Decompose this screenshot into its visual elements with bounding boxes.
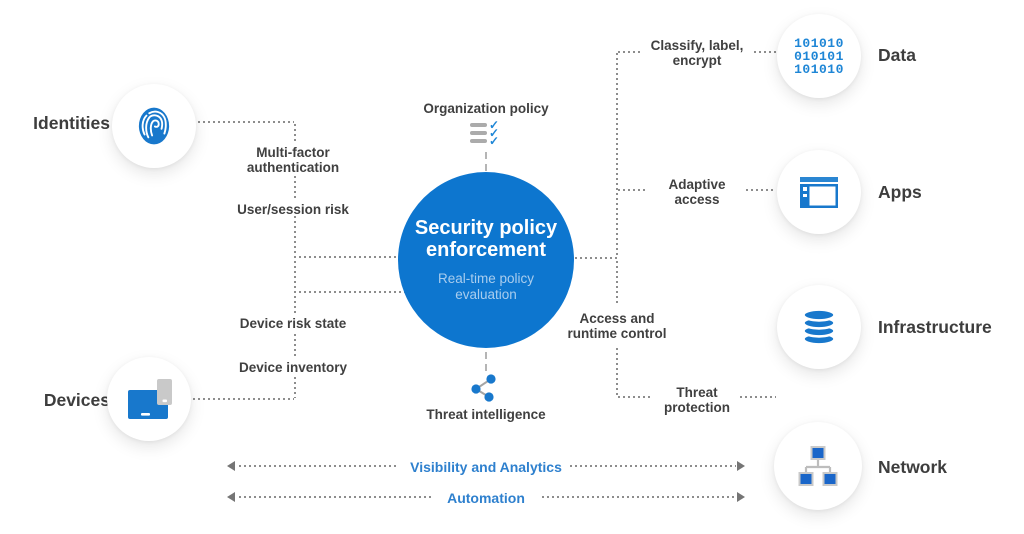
visibility-arrow-right-icon: [737, 461, 745, 471]
connector-threat-left: [618, 396, 652, 398]
center-title: Security policy enforcement: [414, 216, 558, 261]
network-node: [774, 422, 862, 510]
automation-arrow-left-icon: [227, 492, 235, 502]
network-label: Network: [878, 457, 948, 477]
connector-data-right: [754, 51, 778, 53]
app-window-icon: [800, 176, 838, 208]
security-policy-enforcement-node: Security policy enforcement Real-time po…: [398, 172, 574, 348]
laptop-phone-icon: [128, 379, 172, 419]
visibility-arrow-left-icon: [227, 461, 235, 471]
connector-apps-left: [618, 189, 646, 191]
automation-line-left: [239, 496, 433, 498]
devices-label: Devices: [43, 390, 110, 410]
automation-label: Automation: [447, 490, 525, 506]
connector-left-spine-seg5: [294, 296, 296, 314]
center-subtitle: Real-time policy evaluation: [437, 270, 535, 302]
infrastructure-node: [777, 285, 861, 369]
binary-code-icon: 101010 010101 101010: [794, 37, 844, 76]
connector-right-spine-seg2: [616, 261, 618, 305]
connector-left-spine-seg1: [294, 124, 296, 143]
connector-right-spine-seg1: [616, 53, 618, 255]
connector-left-spine-seg3: [294, 216, 296, 256]
automation-line-right: [542, 496, 736, 498]
device-inventory-label: Device inventory: [238, 360, 348, 375]
threat-protection-label: Threat protection: [664, 385, 730, 416]
connector-left-to-circle-1: [294, 256, 398, 258]
connector-left-spine-seg7: [294, 377, 296, 398]
identities-label: Identities: [33, 113, 110, 133]
connector-circle-to-threat-intel: [485, 352, 487, 371]
automation-arrow-right-icon: [737, 492, 745, 502]
connector-left-spine-seg6: [294, 334, 296, 358]
fingerprint-icon: [138, 107, 170, 145]
connector-policy-to-circle: [485, 152, 487, 171]
connector-circle-right: [575, 257, 618, 259]
visibility-and-analytics-label: Visibility and Analytics: [410, 459, 562, 475]
infrastructure-label: Infrastructure: [878, 317, 992, 337]
connector-left-spine-seg4: [294, 261, 296, 290]
apps-label: Apps: [878, 182, 922, 202]
apps-node: [777, 150, 861, 234]
multi-factor-authentication-label: Multi-factor authentication: [246, 145, 340, 176]
organization-policy-label: Organization policy: [423, 101, 549, 116]
data-node: 101010 010101 101010: [777, 14, 861, 98]
connector-threat-right: [740, 396, 776, 398]
visibility-line-left: [239, 465, 399, 467]
database-icon: [802, 308, 836, 346]
binary-row: 010101: [794, 48, 844, 64]
connector-devices-h: [193, 398, 294, 400]
data-label: Data: [878, 45, 916, 65]
access-and-runtime-control-label: Access and runtime control: [567, 311, 667, 342]
connector-data-left: [618, 51, 642, 53]
connector-apps-right: [746, 189, 776, 191]
threat-intelligence-label: Threat intelligence: [426, 407, 546, 422]
classify-label-encrypt-label: Classify, label, encrypt: [650, 38, 744, 69]
adaptive-access-label: Adaptive access: [668, 177, 726, 208]
connector-right-spine-seg3: [616, 348, 618, 396]
network-nodes-icon: [798, 446, 838, 486]
share-nodes-icon: [471, 374, 496, 402]
user-session-risk-label: User/session risk: [237, 202, 349, 217]
devices-node: [107, 357, 191, 441]
checklist-icon: ✓ ✓ ✓: [470, 119, 504, 147]
connector-identities-h: [198, 121, 294, 123]
identities-node: [112, 84, 196, 168]
binary-row: 101010: [794, 35, 844, 51]
connector-left-spine-seg2: [294, 176, 296, 199]
visibility-line-right: [570, 465, 736, 467]
connector-left-to-circle-2: [294, 291, 406, 293]
device-risk-state-label: Device risk state: [239, 316, 347, 331]
binary-row: 101010: [794, 61, 844, 77]
